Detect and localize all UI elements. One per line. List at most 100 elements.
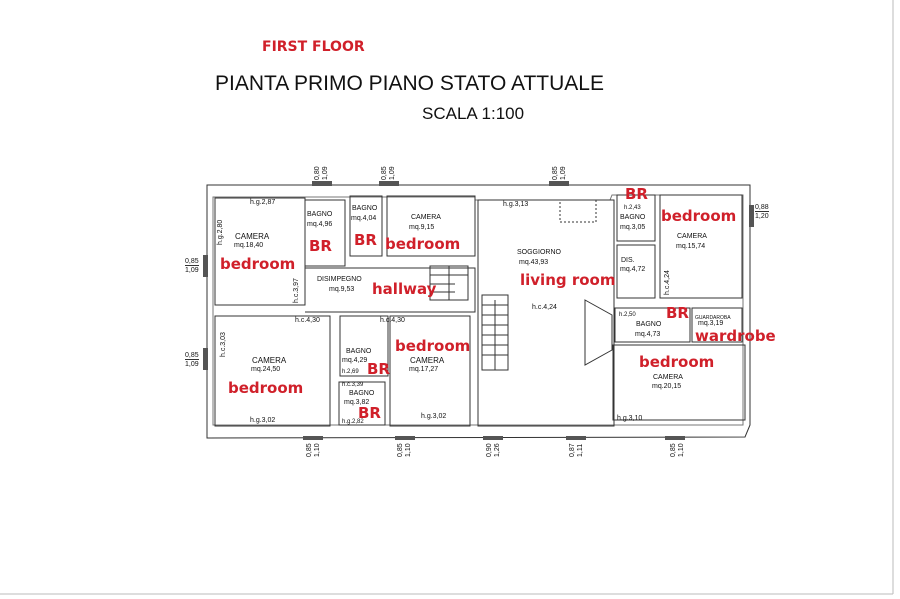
bagno4-hc: h.c.3,39 (342, 382, 364, 388)
room-camera5 (659, 194, 743, 299)
window-top2 (379, 181, 399, 186)
bagno1-name: BAGNO (307, 211, 333, 218)
floor-label: FIRST FLOOR (262, 39, 365, 55)
camera2-area: mq.9,15 (409, 224, 435, 231)
window-bot2-w: 0,85 (397, 443, 404, 457)
room-bagno6 (614, 307, 691, 343)
main-stairs (481, 294, 509, 371)
room-disimpegno (305, 267, 476, 313)
window-bot4-h: 1,11 (577, 443, 584, 457)
bagno4-name: BAGNO (349, 390, 375, 397)
camera1-hg-side: h.g.2,80 (217, 219, 224, 245)
bagno3-en: BR (367, 360, 390, 378)
room-camera4 (389, 315, 471, 427)
window-top3 (549, 181, 569, 186)
camera5-hc: h.c.4,24 (664, 270, 671, 295)
window-bot1-w: 0,85 (306, 443, 313, 457)
bagno2-en: BR (354, 231, 377, 249)
window-bot3 (483, 436, 503, 440)
soggiorno-hc: h.c.4,24 (532, 304, 557, 311)
plan-title: PIANTA PRIMO PIANO STATO ATTUALE (215, 72, 604, 95)
room-camera2 (386, 195, 476, 257)
window-top1-w: 0,80 (314, 166, 321, 180)
room-guardaroba (691, 307, 743, 343)
window-right1-h: 1,20 (755, 213, 769, 220)
window-bot5-w: 0,85 (670, 443, 677, 457)
bagno6-en: BR (666, 304, 689, 322)
room-camera1 (214, 197, 306, 306)
disimpegno-en: hallway (372, 280, 437, 298)
room-bagno3 (339, 315, 389, 377)
room-camera6 (612, 344, 746, 421)
window-bot3-w: 0,90 (486, 443, 493, 457)
window-bot4 (566, 436, 586, 440)
soggiorno-area: mq.43,93 (519, 259, 549, 266)
chimney (584, 299, 613, 366)
camera6-name: CAMERA (653, 374, 683, 381)
window-left1-w: 0,85 (185, 258, 199, 266)
window-left1-h: 1,09 (185, 267, 199, 274)
dis-area: mq.4,72 (620, 266, 646, 273)
camera3-hc: h.c.4,30 (295, 317, 320, 324)
camera4-name: CAMERA (410, 356, 445, 365)
camera2-name: CAMERA (411, 214, 441, 221)
outer-wall (206, 184, 751, 439)
disimpegno-area: mq.9,53 (329, 286, 355, 293)
bagno1-en: BR (309, 237, 332, 255)
room-camera3 (214, 315, 331, 427)
window-top2-h: 1,09 (389, 166, 396, 180)
bagno1-area: mq.4,96 (307, 221, 333, 228)
guardaroba-area: mq.3,19 (698, 320, 724, 327)
camera4-hg: h.g.3,02 (421, 413, 447, 420)
window-bot4-w: 0,87 (569, 443, 576, 457)
guardaroba-en: wardrobe (695, 327, 776, 345)
window-bot2 (395, 436, 415, 440)
window-bot2-h: 1,10 (405, 443, 412, 457)
bagno5-name: BAGNO (620, 214, 646, 221)
bagno6-area: mq.4,73 (635, 331, 661, 338)
disimpegno-name: DISIMPEGNO (317, 276, 362, 283)
window-bot5-h: 1,10 (678, 443, 685, 457)
window-left1 (203, 255, 208, 277)
window-bot5 (665, 436, 685, 440)
bagno5-area: mq.3,05 (620, 224, 646, 231)
bagno2-name: BAGNO (352, 205, 378, 212)
camera5-area: mq.15,74 (676, 243, 706, 250)
bagno2-area: mq.4,04 (351, 215, 377, 222)
camera1-area: mq.18,40 (234, 242, 264, 249)
room-bagno4 (338, 381, 386, 426)
disimpegno-hc: h.c.3,97 (293, 278, 300, 303)
camera3-en: bedroom (228, 379, 304, 397)
camera3-hg: h.g.3,02 (250, 417, 276, 424)
bagno3-name: BAGNO (346, 348, 372, 355)
bagno5-h: h.2,43 (624, 205, 641, 211)
camera5-name: CAMERA (677, 233, 707, 240)
bagno4-en: BR (358, 404, 381, 422)
plan-scale: SCALA 1:100 (422, 104, 525, 123)
camera1-name: CAMERA (235, 232, 270, 241)
camera5-en: bedroom (661, 207, 737, 225)
dis-name: DIS. (621, 257, 635, 264)
small-stairs (429, 265, 469, 301)
camera6-hg: h.g.3,10 (617, 415, 643, 422)
camera2-en: bedroom (385, 235, 461, 253)
camera3-area: mq.24,50 (251, 366, 281, 373)
soggiorno-name: SOGGIORNO (517, 249, 561, 256)
window-right1-w: 0,88 (755, 204, 769, 212)
soggiorno-hg: h.g.3,13 (503, 201, 529, 208)
camera4-hc: h.c.4,30 (380, 317, 405, 324)
camera3-name: CAMERA (252, 356, 287, 365)
window-bot1-h: 1,10 (314, 443, 321, 457)
soggiorno-en: living room (520, 271, 616, 289)
camera4-area: mq.17,27 (409, 366, 439, 373)
fireplace (559, 199, 597, 223)
room-bagno2 (349, 195, 383, 257)
bagno5-en: BR (625, 185, 648, 203)
room-soggiorno (477, 199, 615, 427)
camera4-en: bedroom (395, 337, 471, 355)
bagno3-h: h.2,69 (342, 369, 359, 375)
window-top1-h: 1,09 (322, 166, 329, 180)
camera6-en: bedroom (639, 353, 715, 371)
window-bot3-h: 1,26 (494, 443, 501, 457)
